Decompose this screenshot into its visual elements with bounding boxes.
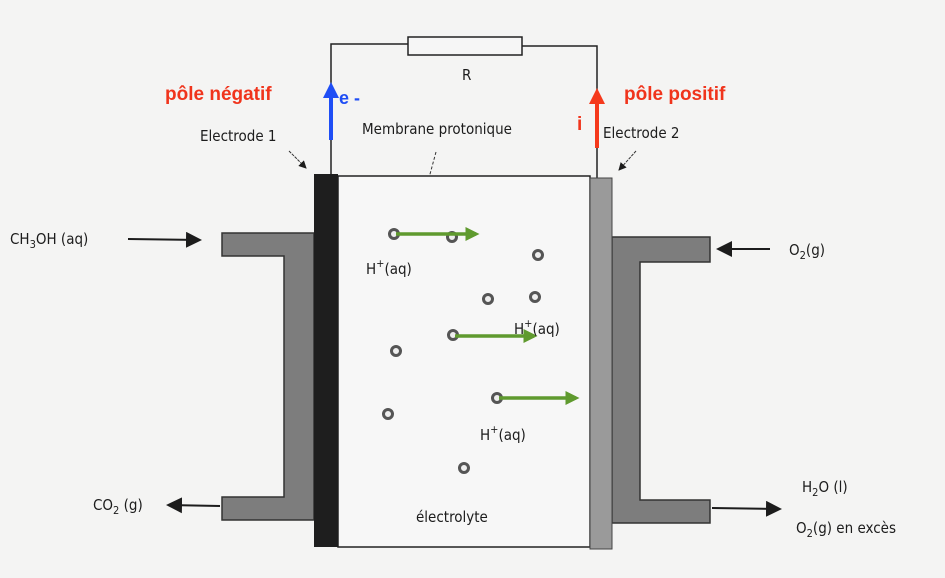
o2-input-label: O2(g) xyxy=(789,241,825,262)
co2-output-arrow xyxy=(166,497,221,514)
h2o-output-label: H2O (l) xyxy=(802,478,848,499)
cathode-channel xyxy=(611,236,711,524)
electrode1-pointer xyxy=(288,150,307,169)
electrolyte-compartment xyxy=(337,175,591,548)
proton-dot xyxy=(382,408,394,420)
anode-channel xyxy=(221,232,315,521)
proton-label: H+(aq) xyxy=(366,257,412,278)
electrode2-label: Electrode 2 xyxy=(603,124,680,142)
co2-output-label: CO2 (g) xyxy=(93,496,143,517)
resistor-label: R xyxy=(462,66,471,84)
electron-label: e - xyxy=(339,88,360,108)
proton-dot xyxy=(458,462,470,474)
o2-excess-label: O2(g) en excès xyxy=(796,519,896,540)
proton-dot xyxy=(532,249,544,261)
methanol-input-label: CH3OH (aq) xyxy=(10,230,88,251)
proton-label: H+(aq) xyxy=(480,423,526,444)
circuit-wire xyxy=(330,43,408,176)
electrode2-pointer xyxy=(618,150,637,171)
methanol-input-arrow xyxy=(127,231,202,248)
cathode-output-arrow xyxy=(711,500,782,517)
circuit-wire xyxy=(522,45,598,178)
proton-label: H+(aq) xyxy=(514,317,560,338)
proton-dot xyxy=(482,293,494,305)
electrode1-label: Electrode 1 xyxy=(200,127,277,145)
electrolyte-label: électrolyte xyxy=(416,508,488,526)
proton-dot xyxy=(390,345,402,357)
negative-pole-label: pôle négatif xyxy=(165,84,272,105)
positive-pole-label: pôle positif xyxy=(624,84,726,105)
proton-dot xyxy=(529,291,541,303)
electrode-1 xyxy=(314,174,338,547)
current-label: i xyxy=(577,114,582,135)
electrode-2 xyxy=(589,177,613,550)
resistor xyxy=(407,36,523,56)
membrane-label: Membrane protonique xyxy=(362,120,512,138)
proton-particles xyxy=(382,228,544,474)
